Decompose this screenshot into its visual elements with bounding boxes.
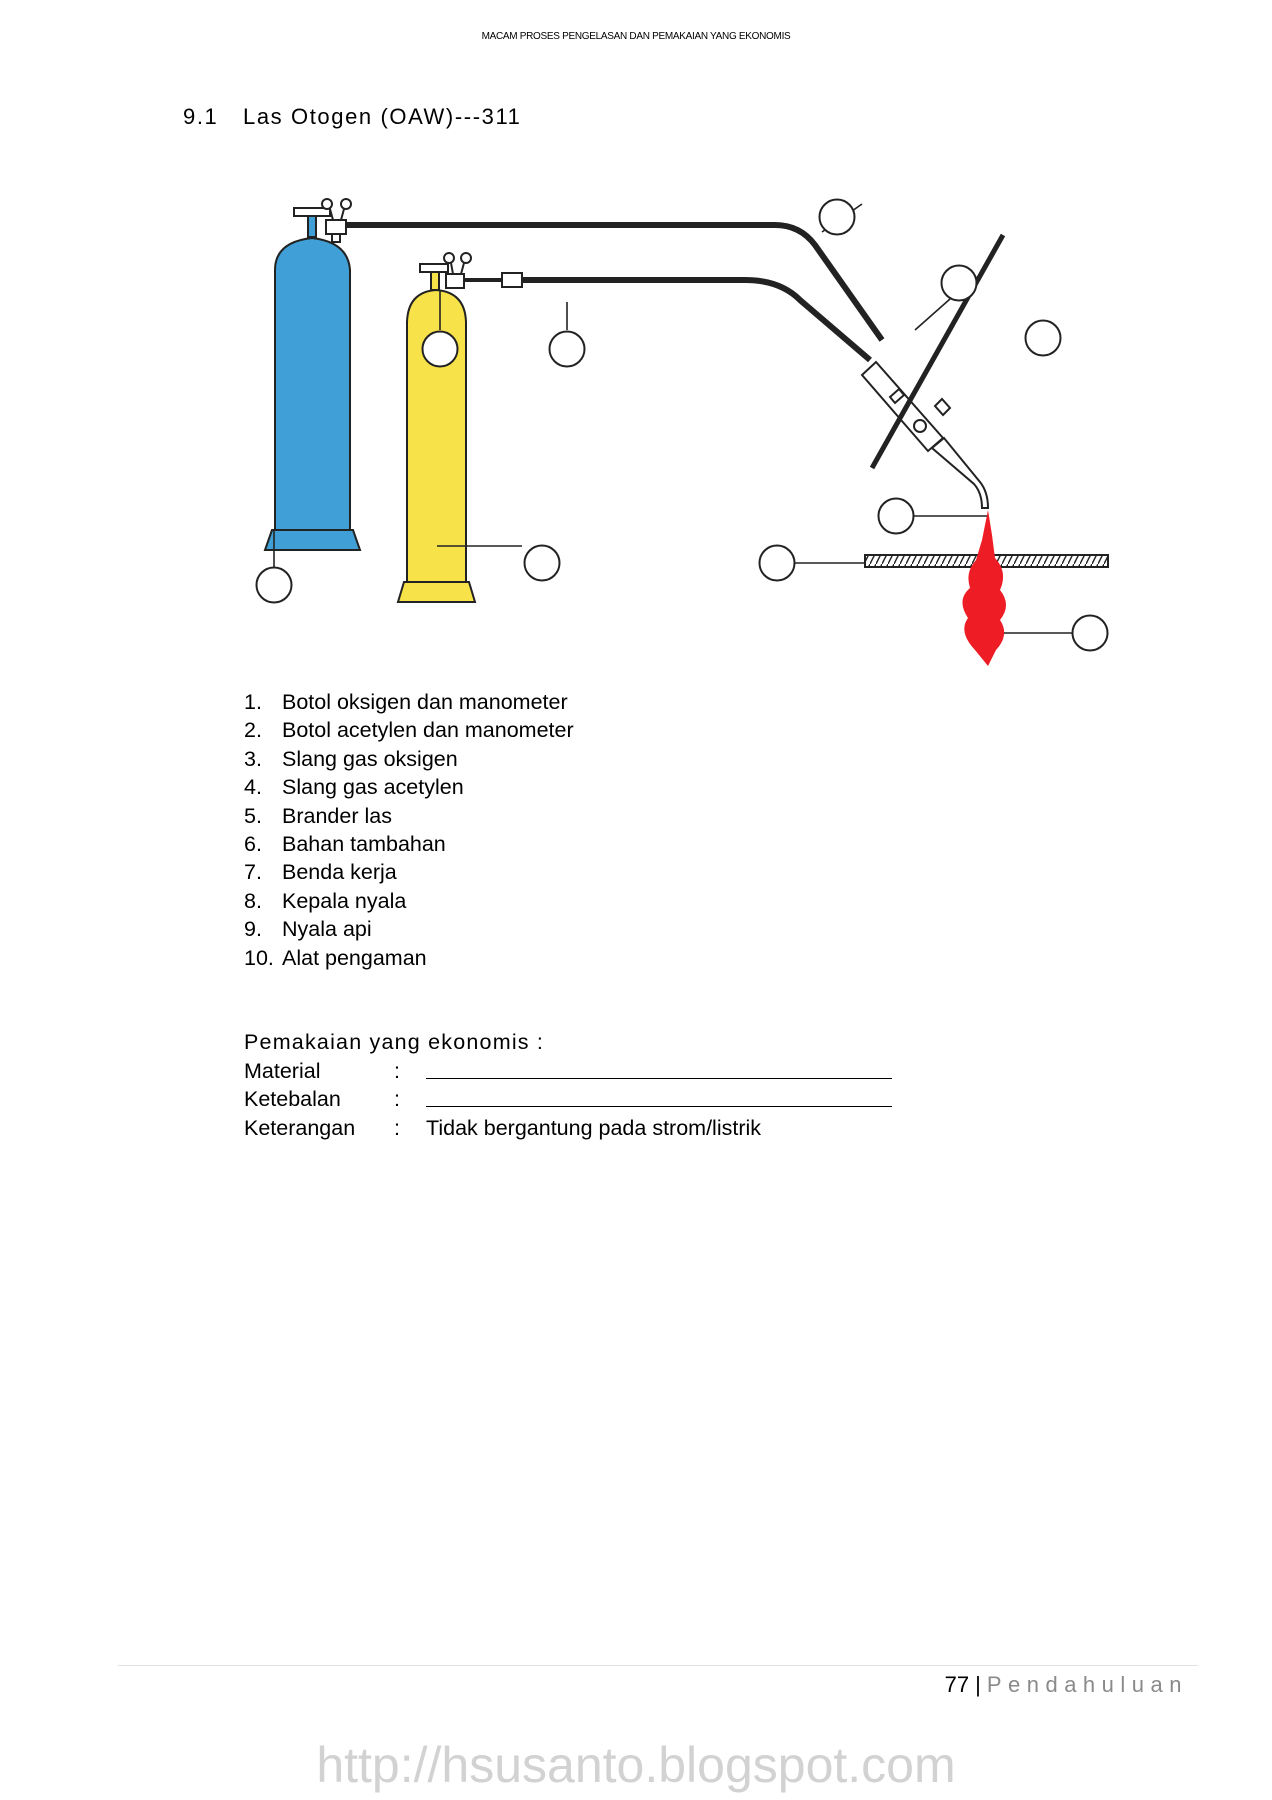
economy-colon: : <box>394 1059 400 1083</box>
footer-divider <box>118 1665 1198 1666</box>
oxygen-cylinder-base <box>263 529 362 551</box>
blank-answer-line <box>426 1078 892 1079</box>
callout-circle <box>523 544 561 582</box>
list-item: 9.Nyala api <box>244 917 372 942</box>
welding-torch <box>860 360 990 509</box>
callout-circle <box>877 497 915 535</box>
callout-circle <box>421 330 459 368</box>
economy-heading: Pemakaian yang ekonomis : <box>244 1030 545 1054</box>
welding-flame <box>962 510 1006 666</box>
callout-circle <box>1024 319 1062 357</box>
oxygen-cylinder-body <box>274 236 351 531</box>
list-item: 8.Kepala nyala <box>244 888 407 913</box>
callout-circle <box>818 198 856 236</box>
callout-circle <box>940 264 978 302</box>
economy-value: Tidak bergantung pada strom/listrik <box>426 1115 762 1140</box>
oxygen-hose <box>335 222 885 342</box>
acetylene-cylinder <box>396 252 523 603</box>
callout-circles <box>255 198 1109 652</box>
oxygen-cylinder <box>263 198 362 551</box>
callout-circle <box>758 544 796 582</box>
page-footer: 77|Pendahuluan <box>945 1672 1188 1698</box>
economy-label: Material <box>244 1059 321 1083</box>
section-title: Las Otogen (OAW)---311 <box>243 104 522 129</box>
running-header: MACAM PROSES PENGELASAN DAN PEMAKAIAN YA… <box>481 31 791 42</box>
list-item: 4.Slang gas acetylen <box>244 775 464 800</box>
oxy-acetylene-welding-diagram <box>255 198 1109 666</box>
filler-rod <box>869 233 1006 470</box>
callout-circle <box>255 566 293 604</box>
footer-separator: | <box>975 1672 981 1697</box>
economy-colon: : <box>394 1115 400 1140</box>
list-item: 1.Botol oksigen dan manometer <box>244 690 568 714</box>
watermark: http://hsusanto.blogspot.com <box>316 1737 956 1793</box>
parts-list: 1.Botol oksigen dan manometer 2.Botol ac… <box>244 688 574 972</box>
footer-section-name: Pendahuluan <box>986 1672 1188 1697</box>
list-item: 10.Alat pengaman <box>244 945 427 970</box>
list-item: 6.Bahan tambahan <box>244 831 446 856</box>
blank-answer-line <box>426 1106 892 1108</box>
list-item: 5.Brander las <box>244 803 392 828</box>
page-number: 77 <box>944 1672 970 1697</box>
callout-circle <box>548 330 586 368</box>
section-number: 9.1 <box>183 104 219 129</box>
acetylene-hose <box>520 277 872 363</box>
list-item: 7.Benda kerja <box>244 860 397 885</box>
callout-circle <box>1071 614 1109 652</box>
economy-label: Ketebalan <box>244 1087 341 1112</box>
list-item: 2.Botol acetylen dan manometer <box>244 718 574 743</box>
economy-label: Keterangan <box>244 1115 356 1140</box>
economy-colon: : <box>394 1087 400 1112</box>
list-item: 3.Slang gas oksigen <box>244 746 458 771</box>
section-heading: 9.1 Las Otogen (OAW)---311 <box>183 104 522 130</box>
acetylene-cylinder-base <box>396 581 477 603</box>
